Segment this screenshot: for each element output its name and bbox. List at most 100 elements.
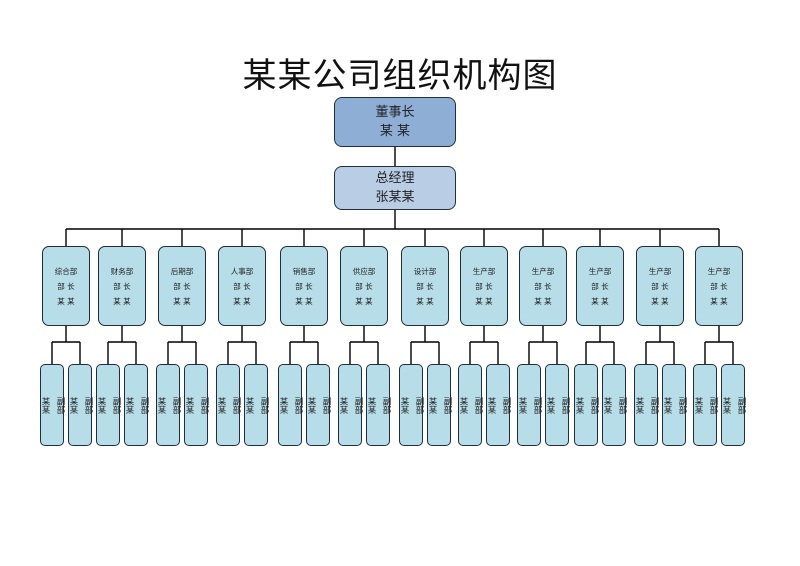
chairman-title: 董事长 bbox=[375, 105, 415, 120]
department-head-title: 部 长 bbox=[710, 281, 728, 291]
department-name: 生产部 bbox=[531, 266, 555, 276]
deputy-name: 某某 bbox=[427, 396, 437, 414]
deputy-name: 某某 bbox=[40, 396, 50, 414]
deputy-name: 某某 bbox=[184, 396, 194, 414]
department-head-title: 部 长 bbox=[355, 281, 373, 291]
deputy-title: 副部 bbox=[321, 396, 331, 414]
deputy-box: 副部某某 bbox=[399, 364, 424, 446]
deputy-box: 副部某某 bbox=[68, 364, 93, 446]
deputy-name: 某某 bbox=[156, 396, 166, 414]
department-head-name: 某 某 bbox=[651, 296, 669, 306]
deputy-box: 副部某某 bbox=[244, 364, 269, 446]
department-name: 人事部 bbox=[230, 266, 254, 276]
chairman-box: 董事长 某 某 bbox=[334, 97, 456, 147]
deputy-title: 副部 bbox=[589, 396, 599, 414]
deputy-box: 副部某某 bbox=[156, 364, 181, 446]
department-box: 销售部部 长某 某 bbox=[280, 246, 328, 326]
department-box: 综合部部 长某 某 bbox=[42, 246, 90, 326]
deputy-name: 某某 bbox=[721, 396, 731, 414]
deputy-name: 某某 bbox=[124, 396, 134, 414]
general-manager-box: 总经理 张某某 bbox=[334, 166, 456, 210]
deputy-title: 副部 bbox=[617, 396, 627, 414]
department-name: 生产部 bbox=[707, 266, 731, 276]
general-manager-title: 总经理 bbox=[375, 171, 415, 186]
deputy-title: 副部 bbox=[708, 396, 718, 414]
department-box: 设计部部 长某 某 bbox=[401, 246, 449, 326]
department-box: 生产部部 长某 某 bbox=[576, 246, 624, 326]
department-head-title: 部 长 bbox=[57, 281, 75, 291]
department-box: 供应部部 长某 某 bbox=[340, 246, 388, 326]
deputy-title: 副部 bbox=[473, 396, 483, 414]
deputy-box: 副部某某 bbox=[486, 364, 511, 446]
deputy-name: 某某 bbox=[693, 396, 703, 414]
deputy-box: 副部某某 bbox=[721, 364, 746, 446]
deputy-box: 副部某某 bbox=[662, 364, 687, 446]
deputy-title: 副部 bbox=[414, 396, 424, 414]
department-head-title: 部 长 bbox=[173, 281, 191, 291]
deputy-name: 某某 bbox=[602, 396, 612, 414]
department-head-title: 部 长 bbox=[534, 281, 552, 291]
deputy-box: 副部某某 bbox=[427, 364, 452, 446]
deputy-title: 副部 bbox=[736, 396, 746, 414]
deputy-title: 副部 bbox=[55, 396, 65, 414]
deputy-box: 副部某某 bbox=[602, 364, 627, 446]
deputy-name: 某某 bbox=[244, 396, 254, 414]
deputy-name: 某某 bbox=[662, 396, 672, 414]
deputy-title: 副部 bbox=[381, 396, 391, 414]
department-box: 后期部部 长某 某 bbox=[158, 246, 206, 326]
deputy-name: 某某 bbox=[306, 396, 316, 414]
deputy-title: 副部 bbox=[111, 396, 121, 414]
department-name: 生产部 bbox=[588, 266, 612, 276]
deputy-box: 副部某某 bbox=[40, 364, 65, 446]
deputy-box: 副部某某 bbox=[338, 364, 363, 446]
department-box: 人事部部 长某 某 bbox=[218, 246, 266, 326]
deputy-name: 某某 bbox=[216, 396, 226, 414]
deputy-name: 某某 bbox=[399, 396, 409, 414]
deputy-title: 副部 bbox=[259, 396, 269, 414]
department-head-title: 部 长 bbox=[416, 281, 434, 291]
deputy-box: 副部某某 bbox=[124, 364, 149, 446]
deputy-box: 副部某某 bbox=[96, 364, 121, 446]
department-box: 生产部部 长某 某 bbox=[519, 246, 567, 326]
deputy-name: 某某 bbox=[458, 396, 468, 414]
department-name: 财务部 bbox=[110, 266, 134, 276]
department-box: 生产部部 长某 某 bbox=[460, 246, 508, 326]
deputy-title: 副部 bbox=[171, 396, 181, 414]
department-name: 生产部 bbox=[648, 266, 672, 276]
deputy-title: 副部 bbox=[353, 396, 363, 414]
deputy-name: 某某 bbox=[68, 396, 78, 414]
deputy-title: 副部 bbox=[501, 396, 511, 414]
department-head-title: 部 长 bbox=[591, 281, 609, 291]
department-head-name: 某 某 bbox=[57, 296, 75, 306]
deputy-title: 副部 bbox=[649, 396, 659, 414]
department-head-name: 某 某 bbox=[475, 296, 493, 306]
department-name: 综合部 bbox=[54, 266, 78, 276]
department-name: 销售部 bbox=[292, 266, 316, 276]
deputy-name: 某某 bbox=[634, 396, 644, 414]
department-box: 财务部部 长某 某 bbox=[98, 246, 146, 326]
deputy-title: 副部 bbox=[83, 396, 93, 414]
deputy-box: 副部某某 bbox=[216, 364, 241, 446]
department-head-name: 某 某 bbox=[416, 296, 434, 306]
department-box: 生产部部 长某 某 bbox=[636, 246, 684, 326]
department-name: 后期部 bbox=[170, 266, 194, 276]
deputy-box: 副部某某 bbox=[306, 364, 331, 446]
deputy-name: 某某 bbox=[517, 396, 527, 414]
deputy-name: 某某 bbox=[486, 396, 496, 414]
deputy-name: 某某 bbox=[278, 396, 288, 414]
department-head-name: 某 某 bbox=[173, 296, 191, 306]
department-name: 供应部 bbox=[352, 266, 376, 276]
department-head-name: 某 某 bbox=[355, 296, 373, 306]
department-name: 生产部 bbox=[472, 266, 496, 276]
deputy-title: 副部 bbox=[293, 396, 303, 414]
department-name: 设计部 bbox=[413, 266, 437, 276]
deputy-title: 副部 bbox=[231, 396, 241, 414]
deputy-box: 副部某某 bbox=[634, 364, 659, 446]
deputy-box: 副部某某 bbox=[184, 364, 209, 446]
department-head-title: 部 长 bbox=[295, 281, 313, 291]
department-head-name: 某 某 bbox=[710, 296, 728, 306]
department-box: 生产部部 长某 某 bbox=[695, 246, 743, 326]
deputy-name: 某某 bbox=[96, 396, 106, 414]
deputy-title: 副部 bbox=[139, 396, 149, 414]
